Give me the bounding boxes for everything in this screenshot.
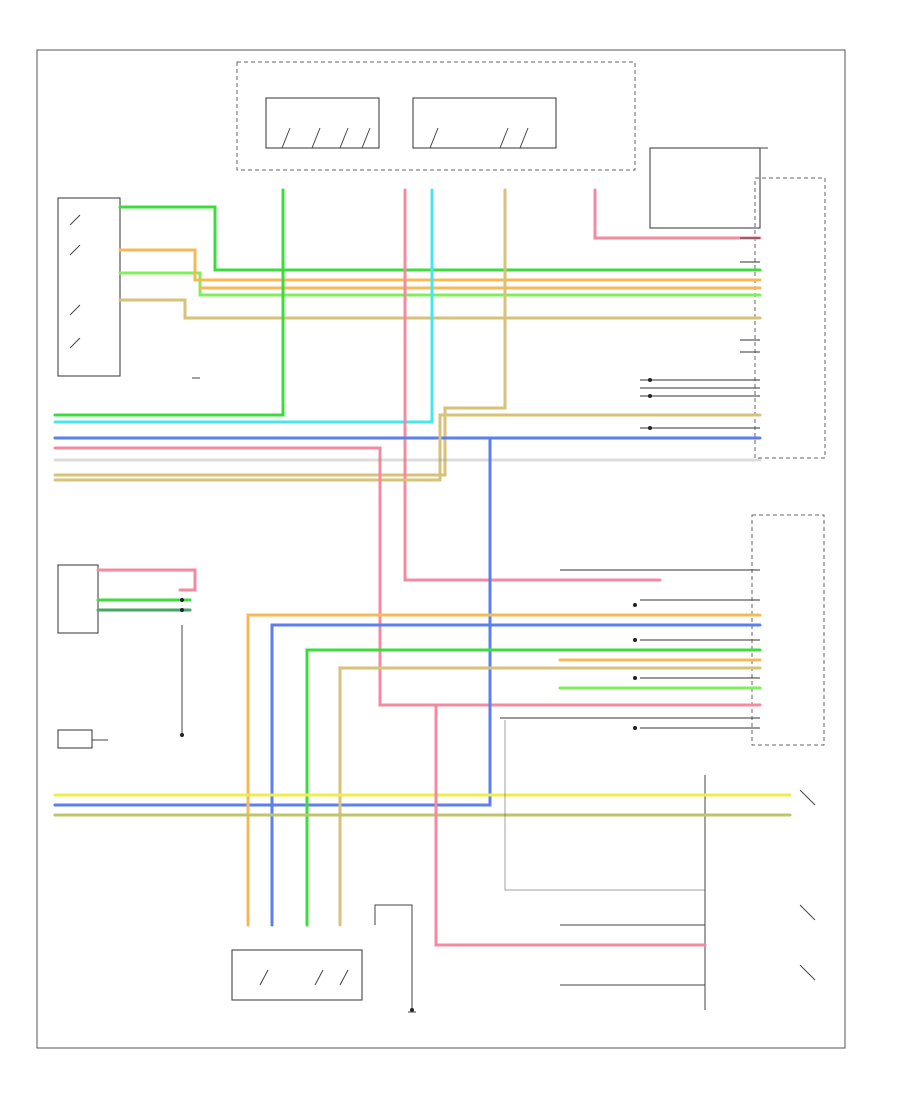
thin-ground-line [374,904,413,1010]
ground-symbols [192,147,768,1013]
wire-pink-vertical [403,188,662,582]
wire-tan-1 [118,298,762,320]
drivers-door-lock-switch [57,197,121,377]
wire-green-vertical [53,188,285,417]
connector-ticks-lower [500,569,760,729]
passenger-door-lock-switch [231,949,363,1001]
diagram-frame [36,49,846,1049]
wire-ltgreen-1 [118,271,762,297]
wire-pink-top [593,188,762,240]
wire-blue-long [270,623,762,927]
wire-pink-remote [96,568,197,592]
splice-dots [180,378,652,1012]
wire-blue-down [53,436,492,807]
top-switch-enclosure [236,61,636,171]
wire-green-long [305,648,762,927]
passenger-switch-contacts [259,969,349,986]
passenger-door-lock-actuator [751,514,825,746]
right-window-switch-box [412,97,557,149]
wire-tan-bus [53,413,762,482]
wire-pink-bottom [434,703,707,947]
right-switch-contact-2 [799,904,816,921]
top-switch-contacts [281,127,529,149]
wire-orange-1 [118,248,762,282]
right-switch-contact-3 [799,964,816,981]
wire-green-1 [118,205,762,272]
drivers-switch-contacts [69,214,81,349]
left-window-switch-box [265,97,380,149]
wire-orange-long [246,613,762,927]
wire-tan-vertical [53,188,507,477]
right-switch-contact-1 [799,789,816,806]
thin-return-line [504,720,705,891]
key-lock-cylinder-switch [57,729,93,749]
connector-ticks-upper [640,237,760,429]
drivers-door-lock-actuator [754,177,826,459]
wire-cyan-vertical [53,188,434,424]
remote-door-lock-receiver [57,564,99,634]
wire-pink-bus [53,446,762,707]
wire-tan-long [338,666,762,927]
upper-right-relay-module [649,147,761,229]
